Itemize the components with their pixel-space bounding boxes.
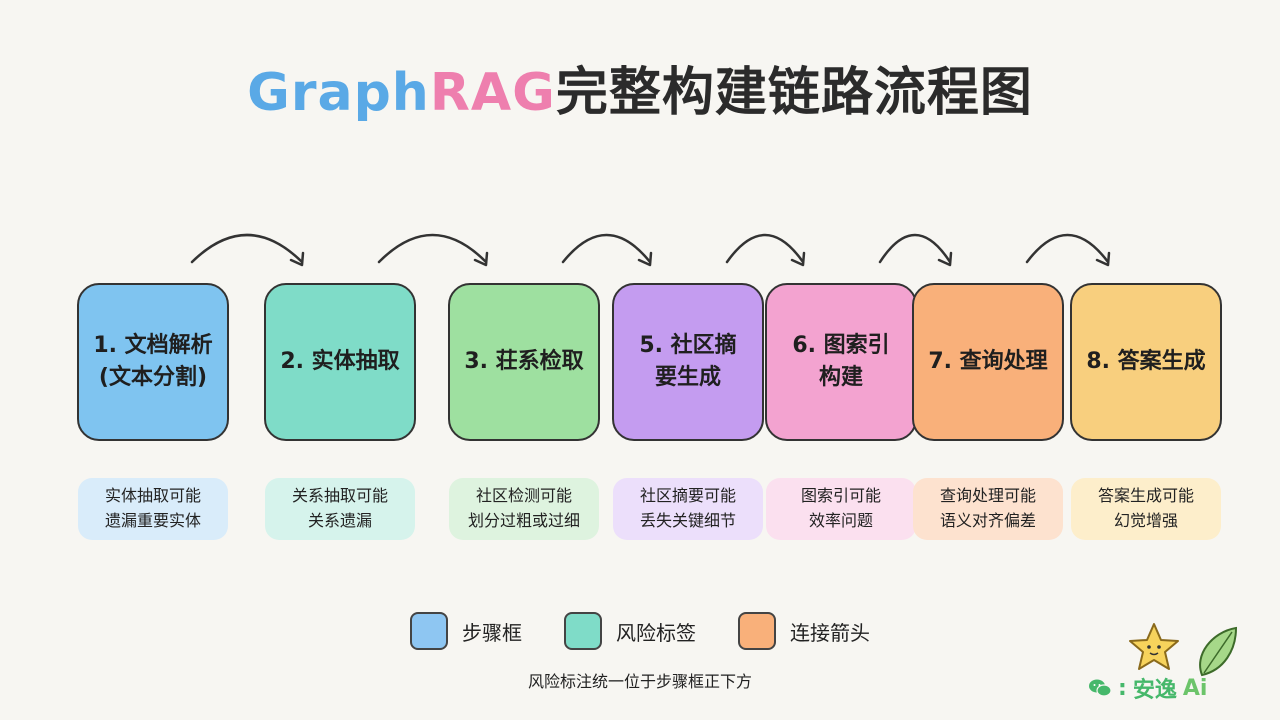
risk-label-2: 关系抽取可能 关系遗漏 [265, 478, 415, 540]
legend-note: 风险标注统一位于步骤框正下方 [527, 672, 752, 691]
legend-label-risk-label: 风险标签 [616, 620, 696, 645]
arrowhead-6 [1095, 251, 1111, 267]
brand-watermark: : 安逸 Ai [1088, 672, 1207, 704]
legend-swatch-connector-arrow [738, 612, 776, 650]
connector-arrow-3 [561, 233, 652, 264]
arrowhead-2 [473, 251, 489, 267]
legend-item-step-box: 步骤框 [410, 612, 522, 650]
risk-label-7: 答案生成可能 幻觉增强 [1071, 478, 1221, 540]
step-box-2: 2. 实体抽取 [264, 283, 416, 441]
connector-arrow-5 [878, 233, 952, 264]
title-graph: Graph [247, 63, 430, 123]
page-title: GraphRAG完整构建链路流程图 [0, 50, 1280, 125]
legend-swatch-risk-label [564, 612, 602, 650]
step-box-5: 6. 图索引 构建 [765, 283, 917, 441]
legend-swatch-step-box [410, 612, 448, 650]
legend-item-risk-label: 风险标签 [564, 612, 696, 650]
arrowhead-5 [937, 251, 953, 267]
connector-arrow-6 [1025, 233, 1110, 264]
connector-arrow-2 [377, 233, 488, 264]
decoration [1129, 623, 1238, 677]
brand-name: 安逸 [1132, 678, 1177, 703]
step-box-6: 7. 查询处理 [912, 283, 1064, 441]
risk-label-5: 图索引可能 效率问题 [766, 478, 916, 540]
title-rag: RAG [429, 63, 556, 123]
risk-label-4: 社区摘要可能 丢失关键细节 [613, 478, 763, 540]
legend-label-step-box: 步骤框 [462, 620, 522, 645]
brand-separator: : [1118, 675, 1127, 701]
arrowhead-1 [289, 251, 305, 267]
arrowhead-4 [790, 251, 806, 267]
star-icon [1129, 623, 1179, 670]
legend: 步骤框 风险标签 连接箭头 [0, 612, 1280, 650]
legend-item-connector-arrow: 连接箭头 [738, 612, 870, 650]
wechat-icon [1089, 679, 1112, 697]
title-rest: 完整构建链路流程图 [555, 63, 1033, 123]
leaf-icon [1199, 626, 1238, 677]
step-box-3: 3. 荘系检取 [448, 283, 600, 441]
step-box-7: 8. 答案生成 [1070, 283, 1222, 441]
step-box-4: 5. 社区摘 要生成 [612, 283, 764, 441]
legend-label-connector-arrow: 连接箭头 [790, 620, 870, 645]
connector-arrow-1 [190, 233, 304, 264]
risk-label-6: 查询处理可能 语义对齐偏差 [913, 478, 1063, 540]
risk-label-1: 实体抽取可能 遗漏重要实体 [78, 478, 228, 540]
step-box-1: 1. 文档解析 (文本分割) [77, 283, 229, 441]
arrowhead-3 [637, 251, 653, 267]
brand-ai: Ai [1182, 675, 1208, 701]
risk-label-3: 社区检测可能 划分过粗或过细 [449, 478, 599, 540]
connector-arrow-4 [725, 233, 805, 264]
